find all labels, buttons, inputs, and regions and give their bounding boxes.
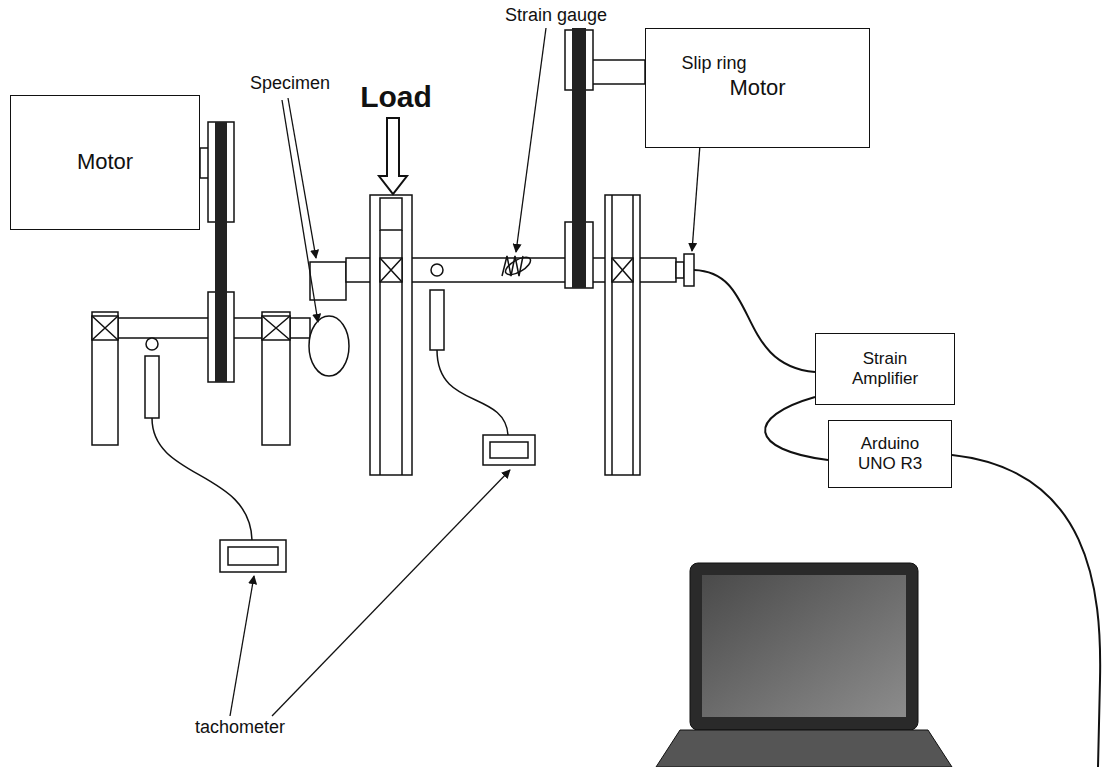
tachometer-display bbox=[483, 435, 535, 465]
leader-line bbox=[230, 576, 254, 716]
laptop-lid bbox=[690, 563, 918, 730]
upper-assembly bbox=[346, 28, 694, 475]
tachometer-screen bbox=[228, 547, 278, 565]
shaft bbox=[118, 318, 262, 338]
lower-specimen bbox=[309, 316, 349, 376]
upper-specimen bbox=[310, 262, 346, 300]
arduino-box: Arduino UNO R3 bbox=[828, 420, 952, 488]
specimen-label: Specimen bbox=[250, 74, 330, 94]
pedestal bbox=[262, 312, 290, 445]
motor-shaft bbox=[592, 60, 645, 84]
sensor-probe bbox=[145, 356, 159, 418]
motor-box: Motor bbox=[645, 28, 870, 148]
slip-ring-label: Slip ring bbox=[681, 54, 746, 74]
laptop-screen bbox=[702, 575, 906, 717]
slip-ring bbox=[684, 254, 694, 286]
load-arrow bbox=[379, 118, 407, 194]
bearing-cross bbox=[92, 316, 118, 340]
wires bbox=[694, 270, 1100, 767]
signal-wire bbox=[765, 397, 828, 460]
box-text: Motor bbox=[77, 149, 133, 175]
strain-gauge-lead bbox=[503, 254, 533, 278]
speed-sensor-target bbox=[146, 338, 158, 350]
bearing bbox=[92, 316, 118, 340]
belt bbox=[215, 122, 227, 382]
shaft bbox=[346, 258, 676, 282]
sensor-wire bbox=[437, 350, 508, 435]
bearing-cross bbox=[262, 316, 290, 340]
tachometer-screen bbox=[490, 442, 528, 458]
leaders bbox=[230, 28, 705, 716]
pedestal bbox=[92, 312, 118, 445]
load-block bbox=[380, 198, 402, 230]
sensor-probe bbox=[430, 290, 444, 350]
leader-line bbox=[282, 100, 318, 322]
bearing-cross bbox=[380, 258, 402, 282]
shaft bbox=[290, 318, 310, 338]
signal-wire bbox=[694, 270, 815, 372]
laptop-base bbox=[656, 730, 952, 767]
tachometer-label: tachometer bbox=[195, 718, 285, 738]
pedestal-line bbox=[612, 195, 633, 475]
load-column bbox=[370, 195, 412, 475]
box-text: Strain Amplifier bbox=[830, 349, 940, 390]
slip-ring bbox=[676, 262, 684, 278]
motor-box: Motor bbox=[10, 95, 200, 230]
strain-gauge-label: Strain gauge bbox=[505, 6, 607, 26]
specimens bbox=[309, 262, 349, 376]
box-text: Motor bbox=[729, 75, 785, 101]
sensor-wire bbox=[152, 418, 252, 540]
column-line bbox=[380, 230, 402, 475]
usb-cable bbox=[952, 455, 1100, 767]
amplifier-box: Strain Amplifier bbox=[815, 333, 955, 405]
bearing-cross bbox=[612, 258, 633, 282]
bearing bbox=[612, 258, 633, 282]
bearing bbox=[262, 316, 290, 340]
tachometer-display bbox=[220, 540, 286, 572]
leader-line bbox=[516, 28, 546, 252]
load-label: Load bbox=[360, 80, 432, 113]
laptop bbox=[656, 563, 952, 767]
belt bbox=[572, 28, 586, 288]
leader-line bbox=[288, 98, 316, 258]
bearing bbox=[380, 258, 402, 282]
box-text: Arduino UNO R3 bbox=[840, 434, 940, 475]
speed-sensor-target bbox=[431, 264, 443, 276]
leader-line bbox=[272, 470, 510, 716]
pedestal bbox=[605, 195, 640, 475]
